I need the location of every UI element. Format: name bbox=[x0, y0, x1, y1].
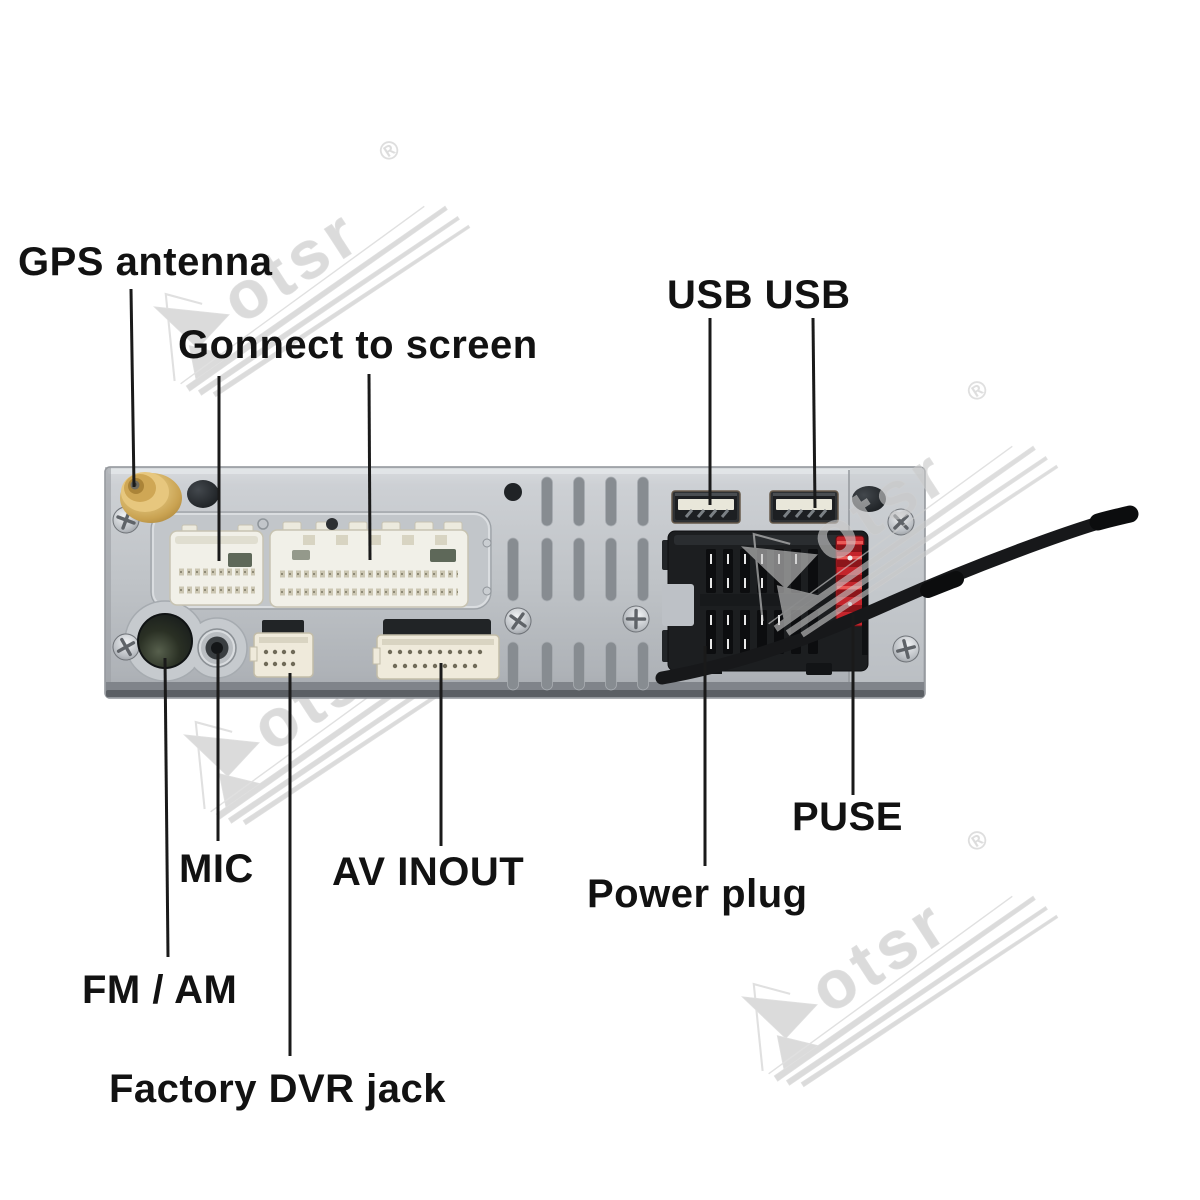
leader-gps-antenna bbox=[129, 288, 136, 488]
panel-hole bbox=[257, 518, 269, 530]
factory-dvr-jack-connector bbox=[249, 620, 314, 678]
label-factory-dvr-jack: Factory DVR jack bbox=[109, 1067, 447, 1111]
head-unit-rear-panel bbox=[104, 466, 926, 699]
panel-hole bbox=[482, 586, 492, 596]
panel-hole bbox=[326, 518, 338, 530]
label-av-inout: AV INOUT bbox=[332, 850, 525, 894]
label-fm-am: FM / AM bbox=[82, 968, 238, 1012]
watermark-aotsr-bottom-right bbox=[712, 814, 1061, 1102]
label-power-plug: Power plug bbox=[587, 872, 808, 916]
fm-am-antenna-jack bbox=[137, 613, 193, 669]
panel-hole bbox=[187, 480, 219, 508]
leader-usb-2 bbox=[811, 317, 817, 509]
label-mic: MIC bbox=[179, 847, 254, 891]
usb-port-1 bbox=[670, 489, 742, 525]
leader-connect-to-screen-2 bbox=[367, 373, 372, 561]
av-inout-connector bbox=[372, 619, 500, 680]
label-connect-to-screen: Gonnect to screen bbox=[178, 323, 538, 367]
panel-hole bbox=[482, 538, 492, 548]
label-gps-antenna: GPS antenna bbox=[18, 240, 273, 284]
leader-fm-am bbox=[163, 657, 170, 958]
leader-lines bbox=[129, 288, 855, 1056]
gps-antenna-connector bbox=[120, 472, 182, 523]
vent-slots bbox=[507, 476, 649, 691]
antenna-cable bbox=[655, 505, 1139, 685]
label-puse: PUSE bbox=[792, 795, 903, 839]
screen-connector-small bbox=[169, 524, 264, 606]
panel-hole bbox=[504, 483, 522, 501]
label-usb-usb: USB USB bbox=[667, 273, 851, 317]
